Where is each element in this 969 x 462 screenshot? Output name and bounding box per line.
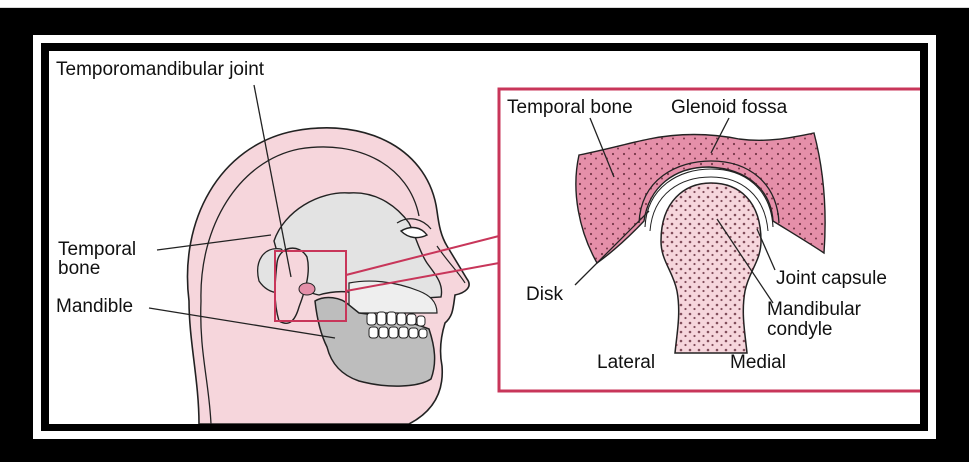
top-rule bbox=[0, 0, 969, 8]
label-inset-temporal-bone: Temporal bone bbox=[507, 98, 633, 118]
label-temporal-bone-line1: Temporal bbox=[58, 240, 136, 260]
label-mandible: Mandible bbox=[56, 297, 133, 317]
label-medial: Medial bbox=[730, 353, 786, 373]
illustration-canvas: Temporomandibular joint Temporal bone Ma… bbox=[49, 51, 920, 424]
label-mandibular-condyle-line2: condyle bbox=[767, 320, 833, 340]
label-joint-capsule: Joint capsule bbox=[776, 269, 887, 289]
joint-inset bbox=[499, 89, 920, 391]
label-mandibular-condyle-line1: Mandibular bbox=[767, 300, 861, 320]
label-lateral: Lateral bbox=[597, 353, 655, 373]
head-and-joint-illustration bbox=[49, 51, 920, 424]
label-glenoid-fossa: Glenoid fossa bbox=[671, 98, 787, 118]
label-temporomandibular-joint: Temporomandibular joint bbox=[56, 60, 264, 80]
label-temporal-bone-line2: bone bbox=[58, 259, 100, 279]
label-disk: Disk bbox=[526, 285, 563, 305]
